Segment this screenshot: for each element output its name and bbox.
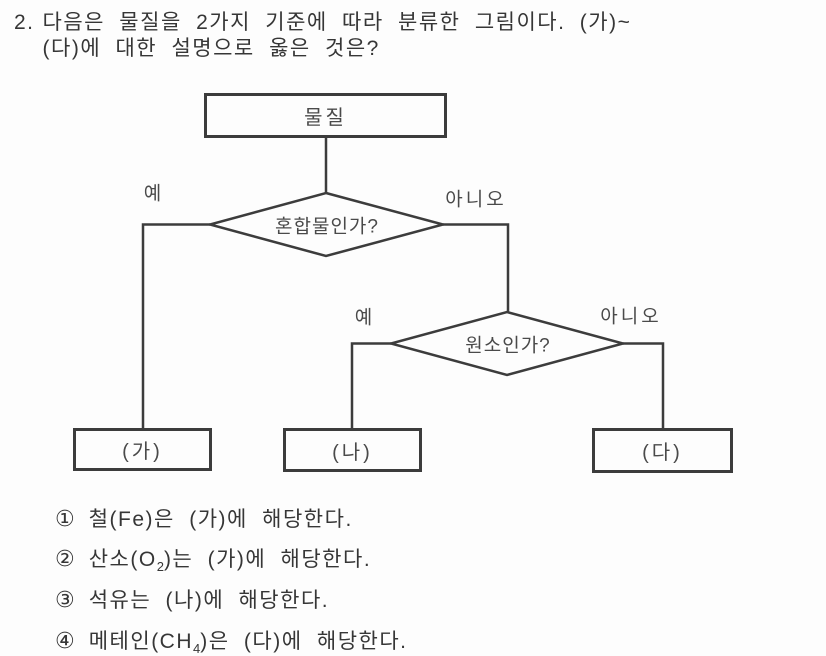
decision-is-mixture: 혼합물인가?	[275, 216, 379, 238]
decision-is-element: 원소인가?	[465, 335, 551, 357]
option-2-number: ②	[55, 546, 75, 571]
option-2: ② 산소(O2)는 (가)에 해당한다.	[55, 543, 371, 574]
option-2-text: 산소(O2)는 (가)에 해당한다.	[88, 548, 372, 575]
question-text: 2. 다음은 물질을 2가지 기준에 따라 분류한 그림이다. (가)~ (다)…	[14, 10, 794, 62]
connector-no1-to-decision2	[443, 223, 510, 313]
option-1-text: 철(Fe)은 (가)에 해당한다.	[88, 508, 353, 531]
branch1-no-label: 아니오	[445, 189, 507, 211]
connector-no2-to-da	[623, 342, 665, 429]
question-line-1: 다음은 물질을 2가지 기준에 따라 분류한 그림이다. (가)~	[42, 11, 632, 34]
branch2-yes-label: 예	[354, 307, 374, 329]
option-3-number: ③	[55, 587, 75, 612]
option-4: ④ 메테인(CH4)은 (다)에 해당한다.	[55, 625, 408, 656]
branch2-no-label: 아니오	[600, 306, 662, 328]
branch1-yes-label: 예	[143, 183, 163, 205]
node-na: (나)	[283, 428, 422, 472]
connector-yes2-to-na	[350, 342, 391, 429]
option-3-text: 석유는 (나)에 해당한다.	[88, 589, 330, 612]
decision1-diamond	[205, 191, 448, 258]
node-da: (다)	[592, 428, 733, 473]
option-3: ③ 석유는 (나)에 해당한다.	[55, 584, 329, 615]
option-4-number: ④	[55, 628, 75, 653]
question-line-2: (다)에 대한 설명으로 옳은 것은?	[42, 37, 380, 60]
connector-yes1-to-ga	[141, 223, 210, 429]
node-matter: 물질	[204, 93, 447, 138]
question-lines: 다음은 물질을 2가지 기준에 따라 분류한 그림이다. (가)~ (다)에 대…	[43, 10, 632, 62]
node-ga: (가)	[73, 428, 212, 471]
decision2-diamond	[386, 310, 628, 377]
question-number: 2.	[14, 11, 35, 34]
option-1-number: ①	[55, 506, 75, 531]
option-1: ① 철(Fe)은 (가)에 해당한다.	[55, 503, 353, 534]
option-4-text: 메테인(CH4)은 (다)에 해당한다.	[88, 630, 408, 656]
